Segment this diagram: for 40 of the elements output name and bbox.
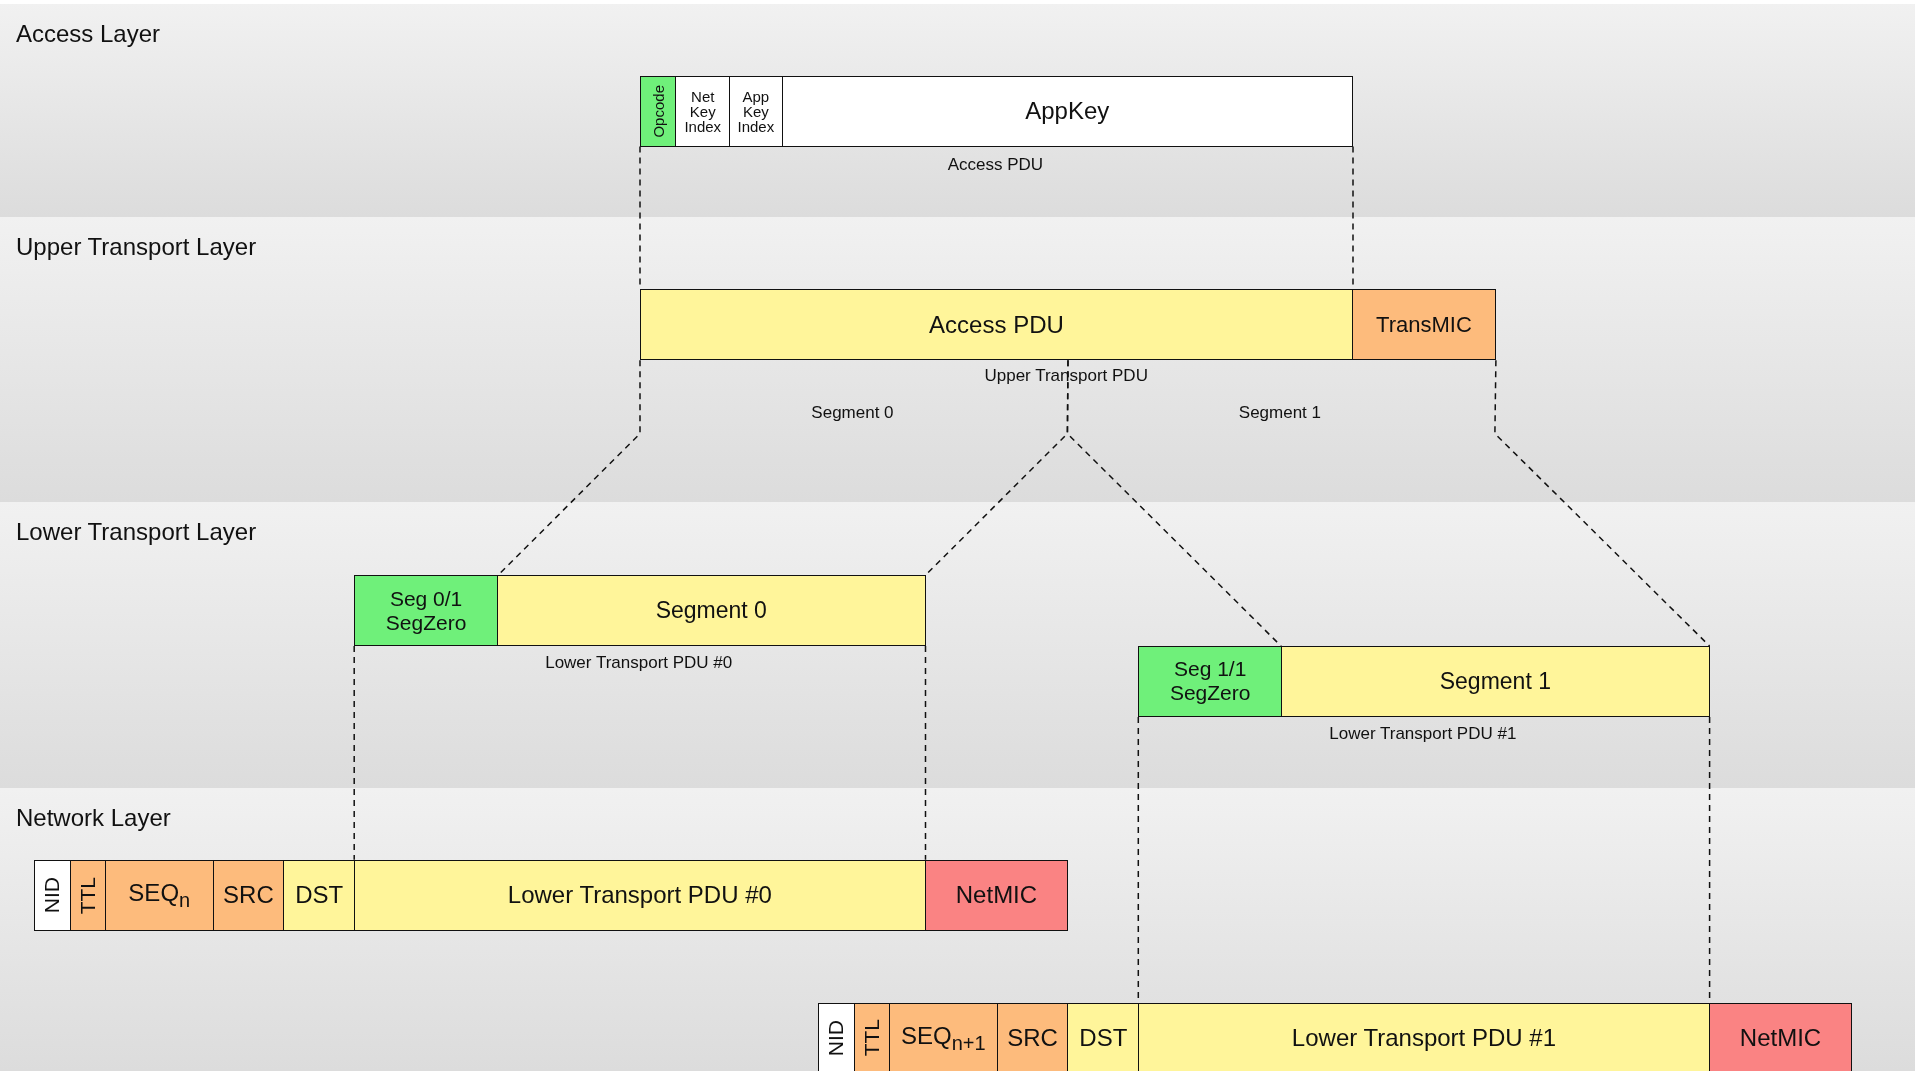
layer-band: [0, 501, 1915, 788]
layer-band: [0, 787, 1915, 1071]
packet-field: Segment 0: [497, 575, 926, 647]
packet-field: SEQ$_{n}$: [105, 859, 214, 931]
layer-title: Access Layer: [16, 19, 161, 48]
packet-field: SRC: [212, 859, 285, 931]
layer-title: Lower Transport Layer: [16, 517, 257, 546]
packet-field: AppKey: [781, 75, 1353, 147]
packet-field: Seg 1/1 SegZero: [1138, 646, 1283, 717]
layer-title: Network Layer: [16, 803, 171, 832]
layer-band: [0, 217, 1915, 502]
packet-field: Seg 0/1 SegZero: [354, 575, 499, 647]
pdu-caption: Lower Transport PDU #0: [545, 653, 733, 674]
dashed-connector: [924, 645, 927, 861]
dashed-connector: [353, 645, 355, 861]
packet-field: SEQ$_{n+1}$: [889, 1002, 998, 1071]
packet-field: Access PDU: [639, 289, 1353, 361]
layer-band: [0, 3, 1915, 218]
dashed-connector: [1494, 359, 1711, 647]
packet-field: NID: [34, 859, 71, 931]
dashed-connector: [1066, 359, 1282, 647]
packet-field: TransMIC: [1351, 289, 1496, 361]
pdu-caption: Segment 0: [811, 403, 894, 423]
packet-field: Lower Transport PDU #0: [354, 859, 926, 931]
packet-field: App Key Index: [729, 75, 783, 147]
pdu-caption: Segment 1: [1238, 403, 1322, 423]
packet-field: NetMIC: [1708, 1002, 1853, 1071]
layer-title: Upper Transport Layer: [16, 233, 257, 262]
packet-field: NID: [818, 1002, 855, 1071]
packet-field: Net Key Index: [675, 75, 731, 147]
packet-field: DST: [283, 859, 356, 931]
pdu-caption: Lower Transport PDU #1: [1329, 724, 1517, 745]
packet-field: DST: [1067, 1002, 1140, 1071]
packet-field: Lower Transport PDU #1: [1138, 1002, 1710, 1071]
pdu-caption: Upper Transport PDU: [984, 366, 1148, 387]
packet-field: NetMIC: [924, 859, 1069, 931]
packet-field: Segment 1: [1281, 646, 1710, 717]
packet-field: Opcode: [639, 75, 677, 147]
packet-field: SRC: [996, 1002, 1069, 1071]
pdu-caption: Access PDU: [947, 155, 1044, 176]
